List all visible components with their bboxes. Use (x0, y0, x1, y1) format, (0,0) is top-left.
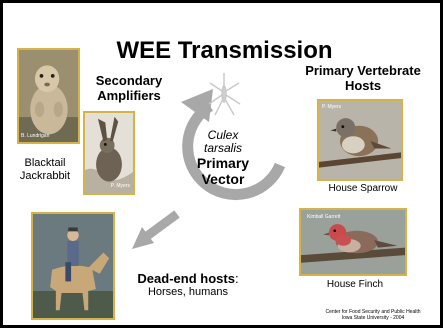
vector-species-line2: tarsalis (183, 142, 263, 155)
sparrow-photo: P. Myers (317, 99, 403, 181)
vector-label: Culex tarsalis Primary Vector (183, 129, 263, 187)
sparrow-photo-credit: P. Myers (322, 104, 341, 110)
deadend-heading: Dead-end hosts (137, 271, 235, 286)
deadend-colon: : (235, 271, 239, 286)
deadend-label: Dead-end hosts: Horses, humans (113, 271, 263, 299)
horse-rider-photo (31, 212, 115, 320)
footer-line2: Iowa State University - 2004 (303, 315, 443, 321)
deadend-heading-row: Dead-end hosts: (113, 271, 263, 286)
vector-role-line2: Vector (183, 171, 263, 187)
primary-hosts-line1: Primary Vertebrate (283, 63, 443, 78)
primary-hosts-label: Primary Vertebrate Hosts (283, 63, 443, 93)
sparrow-label: House Sparrow (320, 183, 406, 194)
finch-label: House Finch (305, 279, 405, 290)
mosquito-icon (209, 73, 240, 115)
vector-role-line1: Primary (183, 155, 263, 171)
deadend-sub: Horses, humans (113, 286, 263, 299)
finch-photo-credit: Kimball Garrett (307, 214, 340, 220)
primary-hosts-line2: Hosts (283, 78, 443, 93)
footer: Center for Food Security and Public Heal… (303, 309, 443, 321)
finch-photo: Kimball Garrett (299, 208, 407, 276)
